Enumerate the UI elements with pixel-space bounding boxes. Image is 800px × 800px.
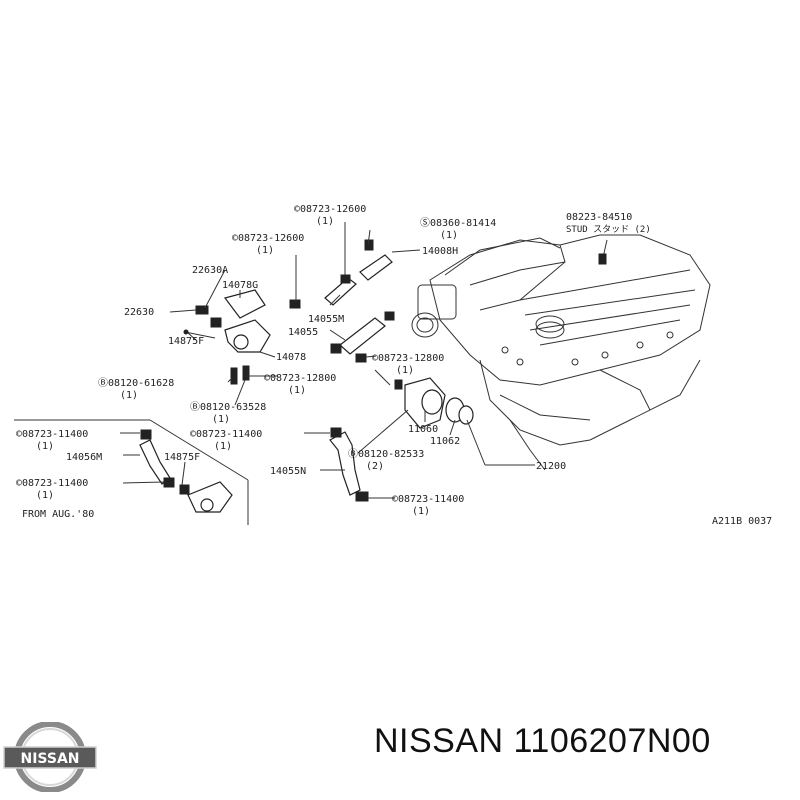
label-from-aug-80: FROM AUG.'80	[22, 509, 94, 520]
label-11060: 11060	[408, 424, 438, 435]
engine-assembly	[411, 234, 711, 471]
water-outlet-assembly	[183, 289, 271, 385]
label-14055N: 14055N	[270, 466, 306, 477]
label-08723-12800-b: ©08723-12800	[264, 373, 336, 384]
label-08723-11400-d: ©08723-11400	[392, 494, 464, 505]
inset-frame	[14, 419, 249, 525]
label-qty: (2)	[366, 461, 384, 472]
logo-text: NISSAN	[20, 751, 79, 767]
label-stud: STUD スタッド (2)	[566, 224, 651, 235]
label-22630: 22630	[124, 307, 154, 318]
label-22630A: 22630A	[192, 265, 228, 276]
label-qty: (1)	[214, 441, 232, 452]
label-08723-12800-a: ©08723-12800	[372, 353, 444, 364]
label-qty: (1)	[288, 385, 306, 396]
leader-lines	[120, 222, 535, 499]
label-08723-11400-c: ©08723-11400	[16, 478, 88, 489]
label-qty: (1)	[440, 230, 458, 241]
nissan-logo: NISSAN	[3, 722, 97, 792]
label-08723-11400-b: ©08723-11400	[190, 429, 262, 440]
label-14008H: 14008H	[422, 246, 458, 257]
label-08723-12600-a: ©08723-12600	[294, 204, 366, 215]
label-qty: (1)	[256, 245, 274, 256]
label-qty: (1)	[396, 365, 414, 376]
label-08120-82533: Ⓑ08120-82533	[348, 448, 424, 460]
label-qty: (1)	[36, 490, 54, 501]
label-14056M: 14056M	[66, 452, 102, 463]
label-14078: 14078	[276, 352, 306, 363]
parts-diagram: ©08723-12600 (1) Ⓢ08360-81414 (1) 08223-…	[14, 204, 772, 527]
thermostat-housing	[394, 377, 474, 429]
label-qty: (1)	[36, 441, 54, 452]
label-14055: 14055	[288, 327, 318, 338]
part-labels: ©08723-12600 (1) Ⓢ08360-81414 (1) 08223-…	[16, 204, 772, 527]
label-qty: (1)	[412, 506, 430, 517]
part-number-title: NISSAN 1106207N00	[374, 722, 711, 760]
label-08223-84510: 08223-84510	[566, 212, 632, 223]
label-08723-11400-a: ©08723-11400	[16, 429, 88, 440]
label-14078G: 14078G	[222, 280, 258, 291]
label-diagram-ref: A211B 0037	[712, 516, 772, 527]
label-qty: (1)	[120, 390, 138, 401]
label-11062: 11062	[430, 436, 460, 447]
label-21200: 21200	[536, 461, 566, 472]
label-08360-81414: Ⓢ08360-81414	[420, 217, 496, 229]
label-14875F-b: 14875F	[164, 452, 200, 463]
label-08120-61628: Ⓑ08120-61628	[98, 377, 174, 389]
label-qty: (1)	[212, 414, 230, 425]
hoses	[139, 239, 395, 513]
label-08723-12600-b: ©08723-12600	[232, 233, 304, 244]
label-14055M: 14055M	[308, 314, 344, 325]
label-qty: (1)	[316, 216, 334, 227]
label-08120-63528: Ⓑ08120-63528	[190, 401, 266, 413]
label-14875F-a: 14875F	[168, 336, 204, 347]
